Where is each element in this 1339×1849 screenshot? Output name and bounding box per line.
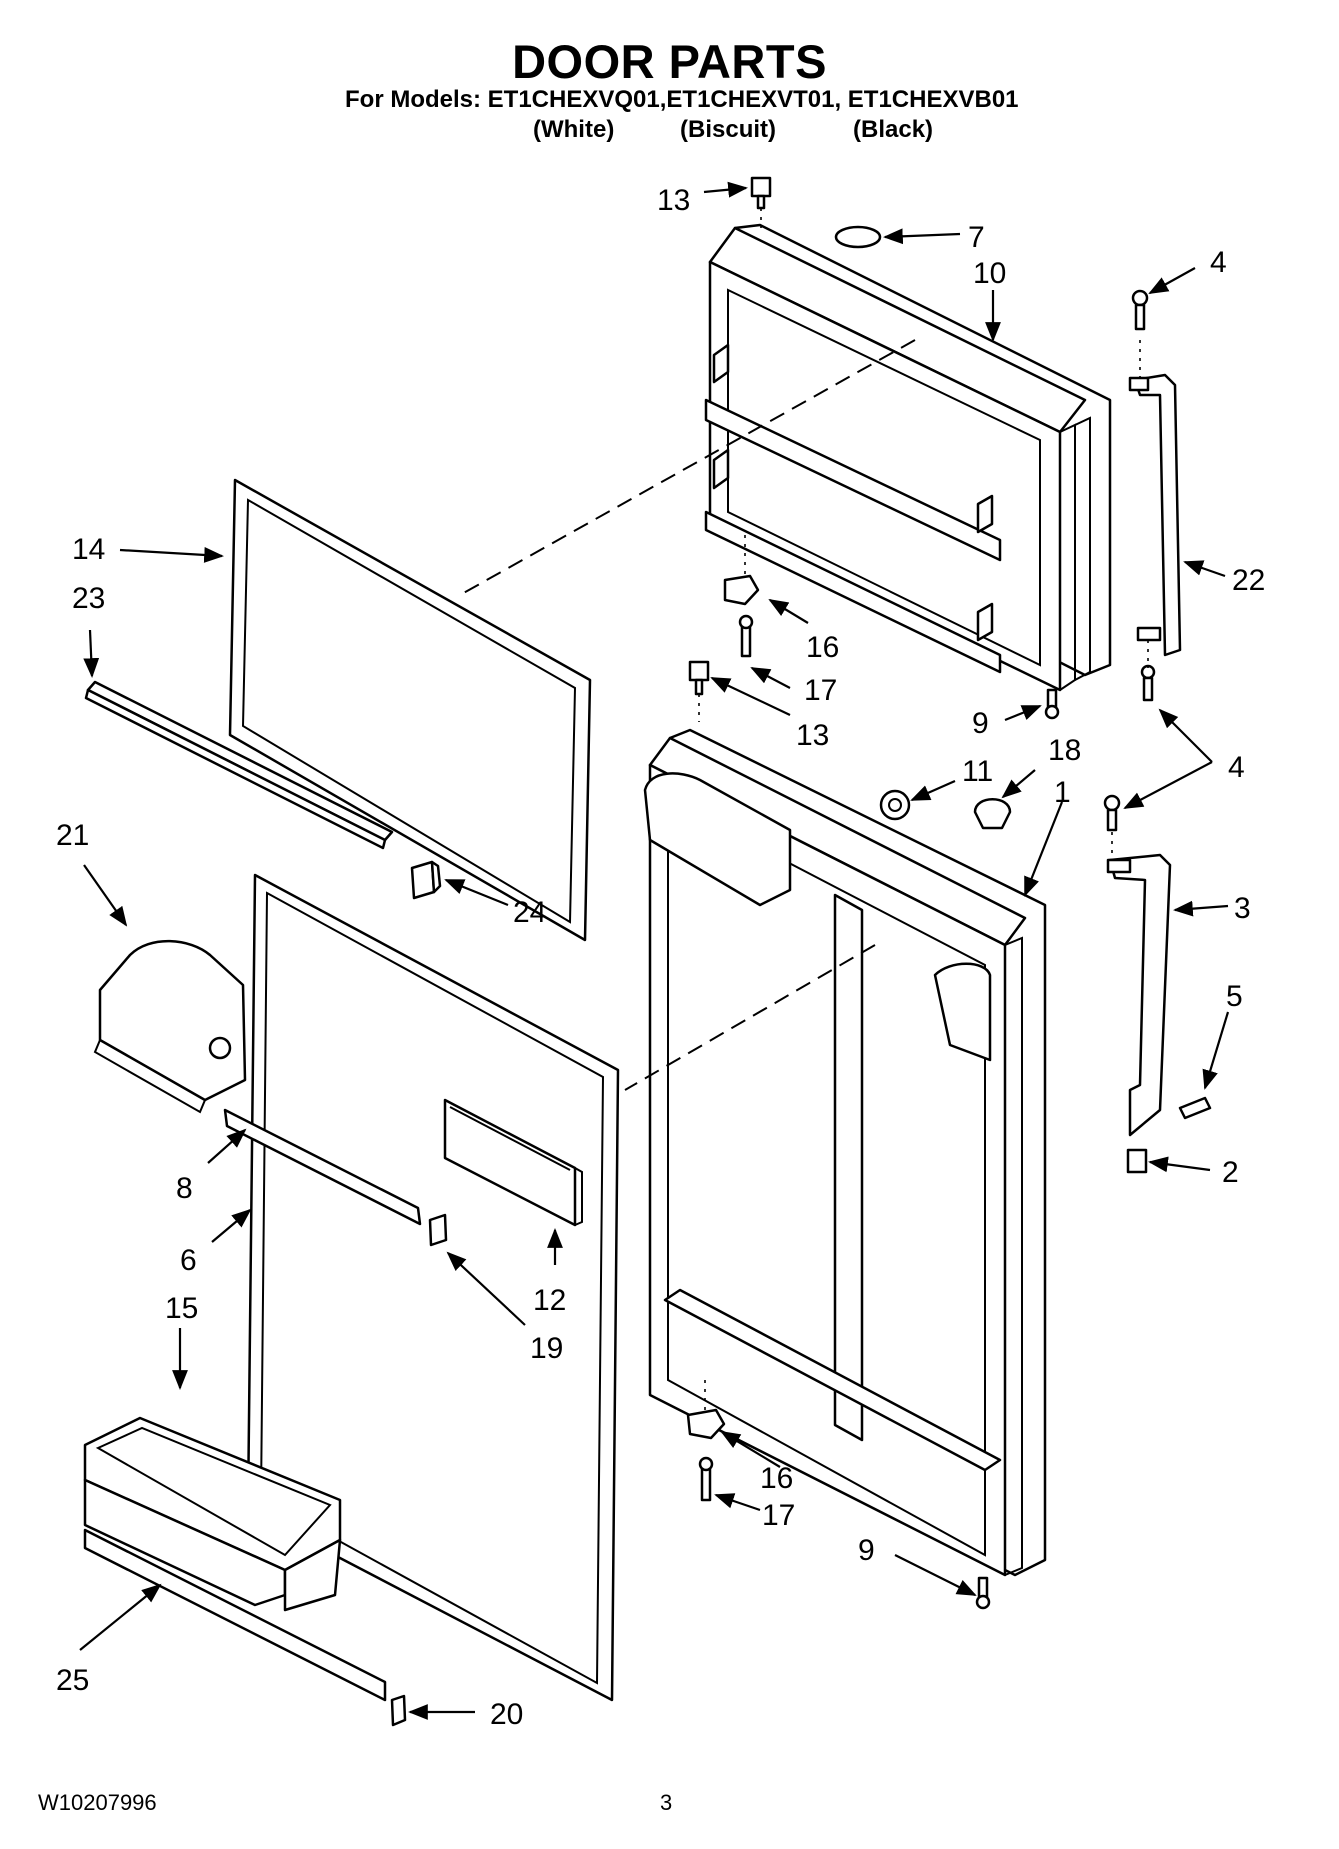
callout-17-top: 17	[804, 674, 837, 707]
callout-12: 12	[533, 1284, 566, 1317]
callout-10: 10	[973, 257, 1006, 290]
variant-biscuit: (Biscuit)	[680, 116, 776, 143]
callout-19: 19	[530, 1332, 563, 1365]
fresh-food-door-liner	[643, 728, 1047, 1577]
grommet-7	[834, 225, 882, 249]
callout-2: 2	[1222, 1156, 1239, 1189]
butter-door	[443, 1098, 583, 1227]
callout-18: 18	[1048, 734, 1081, 767]
callout-17-bottom: 17	[762, 1499, 795, 1532]
door-screw-lower	[975, 1576, 991, 1610]
callout-14: 14	[72, 533, 105, 566]
freezer-gasket	[228, 478, 592, 942]
callout-5: 5	[1226, 980, 1243, 1013]
freezer-door-liner	[704, 223, 1112, 692]
callout-21: 21	[56, 819, 89, 852]
callout-leaders	[79, 181, 1230, 1720]
callout-23: 23	[72, 582, 105, 615]
callout-24: 24	[513, 896, 546, 929]
callout-11: 11	[962, 755, 993, 788]
door-screw-upper	[1044, 688, 1060, 720]
freezer-trim-strip	[84, 680, 394, 850]
callout-9-bottom: 9	[858, 1534, 875, 1567]
page-title: DOOR PARTS	[512, 35, 827, 88]
door-stop-left-lower	[686, 1408, 726, 1502]
document-number: W10207996	[38, 1790, 157, 1815]
callout-13-mid: 13	[796, 719, 829, 752]
models-line: For Models: ET1CHEXVQ01,ET1CHEXVT01, ET1…	[345, 86, 1019, 113]
callout-4-mid: 4	[1228, 751, 1245, 784]
callout-16-bottom: 16	[760, 1462, 793, 1495]
door-stop-left-upper	[723, 574, 760, 658]
callout-6: 6	[180, 1244, 197, 1277]
hinge-screw-top-lower	[1140, 664, 1156, 702]
bin-trim-clip	[390, 1694, 407, 1727]
callout-7: 7	[968, 221, 985, 254]
dairy-trim-clip	[428, 1213, 448, 1247]
callout-22: 22	[1232, 564, 1265, 597]
freezer-hinge-bracket	[1128, 373, 1182, 657]
plug-button-upper	[750, 176, 772, 210]
hinge-screw-top-upper	[1131, 289, 1149, 331]
callout-13-top: 13	[657, 184, 690, 217]
plug-button-lower	[688, 660, 710, 696]
callout-15: 15	[165, 1292, 198, 1325]
fresh-food-gasket	[246, 873, 620, 1702]
hinge-spacer	[1126, 1148, 1148, 1174]
dairy-door	[93, 939, 247, 1114]
hinge-screw-side	[1178, 1096, 1212, 1120]
hinge-screw-middle	[1103, 794, 1121, 832]
trim-end-clip	[410, 860, 442, 900]
dairy-trim-strip	[223, 1108, 422, 1226]
callout-25: 25	[56, 1664, 89, 1697]
variant-white: (White)	[533, 116, 615, 143]
callout-9-top: 9	[972, 707, 989, 740]
cam-11	[879, 789, 911, 821]
callout-4-top: 4	[1210, 246, 1227, 279]
callout-3: 3	[1234, 892, 1251, 925]
callout-8: 8	[176, 1172, 193, 1205]
callout-20: 20	[490, 1698, 523, 1731]
door-shelf-bin	[83, 1416, 342, 1612]
cap-18	[973, 798, 1012, 830]
callout-16-top: 16	[806, 631, 839, 664]
callout-1: 1	[1054, 776, 1071, 809]
page-number: 3	[660, 1790, 673, 1815]
bin-trim-strip	[83, 1528, 387, 1702]
fresh-food-hinge-bracket	[1106, 853, 1172, 1137]
variant-black: (Black)	[853, 116, 934, 143]
assembly-guide-lines	[459, 208, 1149, 1412]
